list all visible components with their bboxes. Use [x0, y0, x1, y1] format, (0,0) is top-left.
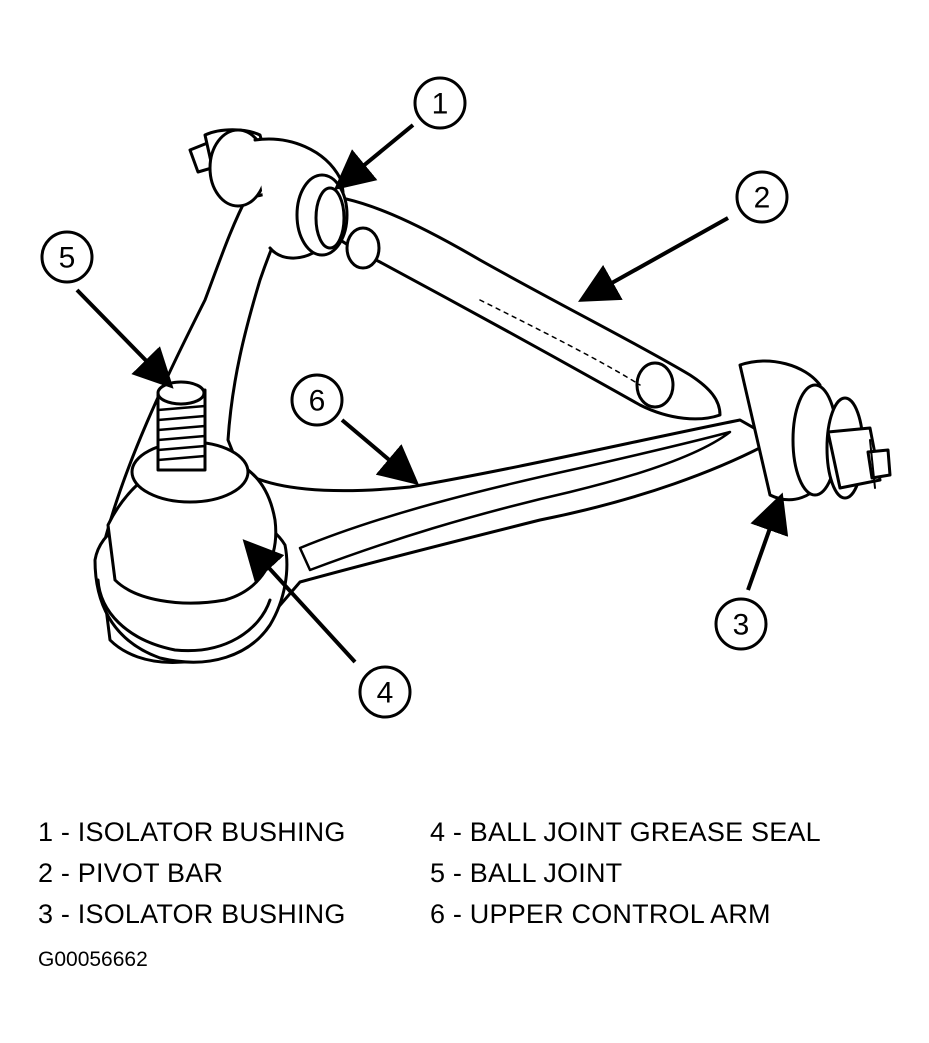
- callout-circle-2: [735, 170, 789, 224]
- leader-arrow-3: [746, 492, 789, 591]
- callout-label-2: 2: [754, 182, 771, 215]
- callout-label-1: 1: [432, 88, 449, 121]
- callout-circle-3: [714, 597, 768, 651]
- front-isolator-bushing: [188, 128, 349, 260]
- legend-left-column: 1 - ISOLATOR BUSHING 2 - PIVOT BAR 3 - I…: [38, 812, 346, 935]
- leader-arrow-4: [242, 539, 357, 664]
- legend-item-5: 5 - BALL JOINT: [430, 858, 623, 888]
- callout-circle-6: [290, 373, 344, 427]
- leader-arrow-1: [333, 123, 415, 191]
- leader-arrow-5: [75, 288, 174, 389]
- leader-arrow-6: [340, 418, 420, 486]
- legend-item-4: 4 - BALL JOINT GREASE SEAL: [430, 817, 821, 847]
- legend-item-1: 1 - ISOLATOR BUSHING: [38, 817, 346, 847]
- rear-isolator-bushing: [738, 359, 892, 502]
- callout-label-4: 4: [377, 677, 394, 710]
- figure-id: G00056662: [38, 948, 148, 971]
- legend-item-2: 2 - PIVOT BAR: [38, 858, 224, 888]
- callout-circle-1: [413, 76, 467, 130]
- callout-label-5: 5: [59, 242, 76, 275]
- legend-item-3: 3 - ISOLATOR BUSHING: [38, 899, 346, 929]
- ball-joint-assembly: [93, 380, 289, 664]
- legend-right-column: 4 - BALL JOINT GREASE SEAL 5 - BALL JOIN…: [430, 812, 821, 935]
- callout-circle-4: [358, 665, 412, 719]
- pivot-bar: [313, 193, 722, 421]
- callout-label-3: 3: [733, 609, 750, 642]
- upper-control-arm-illustration: 1 2 3 4 5 6: [40, 76, 892, 719]
- callout-circle-5: [40, 230, 94, 284]
- callout-label-6: 6: [309, 385, 326, 418]
- leader-arrow-2: [578, 216, 729, 302]
- legend-item-6: 6 - UPPER CONTROL ARM: [430, 899, 771, 929]
